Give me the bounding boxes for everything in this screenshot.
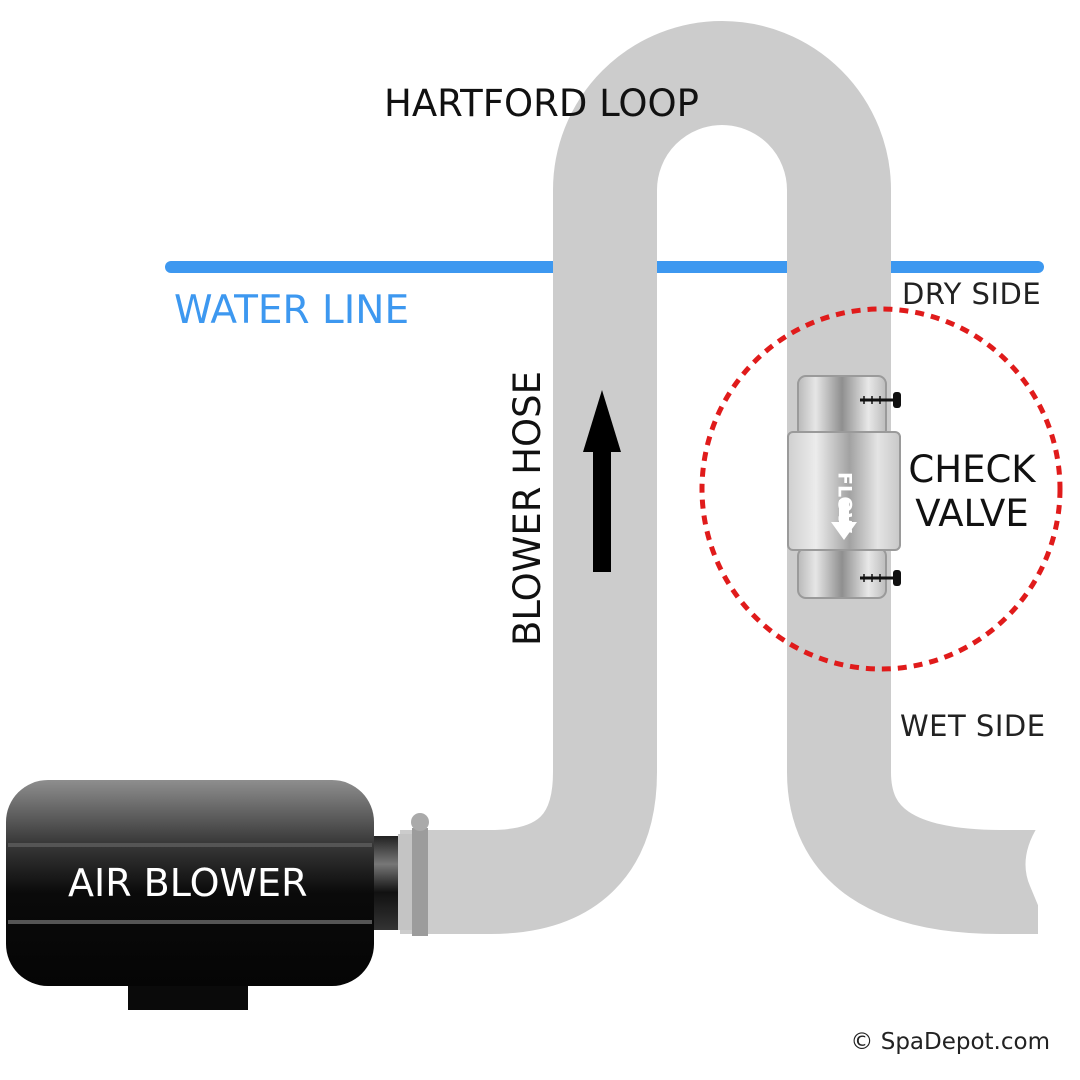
blower-hose-label: BLOWER HOSE [506, 371, 549, 646]
check-valve: FLOW [787, 375, 901, 599]
blower-body [6, 780, 374, 986]
hose-right-overlap [787, 258, 891, 276]
valve-bottom-sleeve [797, 547, 887, 599]
blower-outlet-collar [374, 836, 398, 930]
hose-end-notch [1025, 826, 1080, 934]
blower-hose-pipe [400, 21, 1038, 934]
check-valve-highlight-circle [699, 306, 1063, 672]
arrow-down-icon [831, 500, 857, 540]
dry-side-label: DRY SIDE [902, 277, 1041, 311]
hose-left-overlap [553, 258, 657, 276]
air-blower: AIR BLOWER [6, 780, 429, 1010]
check-valve-label-line1: CHECK [908, 448, 1037, 491]
air-blower-label: AIR BLOWER [68, 861, 307, 905]
hose-clamp-bolt [411, 813, 429, 831]
valve-body [787, 431, 901, 551]
screw-icon [860, 392, 901, 408]
screw-icon [860, 570, 901, 586]
arrow-up-icon [583, 390, 621, 572]
check-valve-label-line2: VALVE [915, 492, 1029, 535]
hose-clamp-band [398, 834, 412, 930]
valve-top-sleeve [797, 375, 887, 439]
wet-side-label: WET SIDE [900, 709, 1046, 743]
hartford-loop-label: HARTFORD LOOP [384, 82, 699, 125]
hose-clamp [412, 828, 428, 936]
water-line-label: WATER LINE [174, 288, 409, 333]
copyright-text: © SpaDepot.com [850, 1029, 1050, 1055]
